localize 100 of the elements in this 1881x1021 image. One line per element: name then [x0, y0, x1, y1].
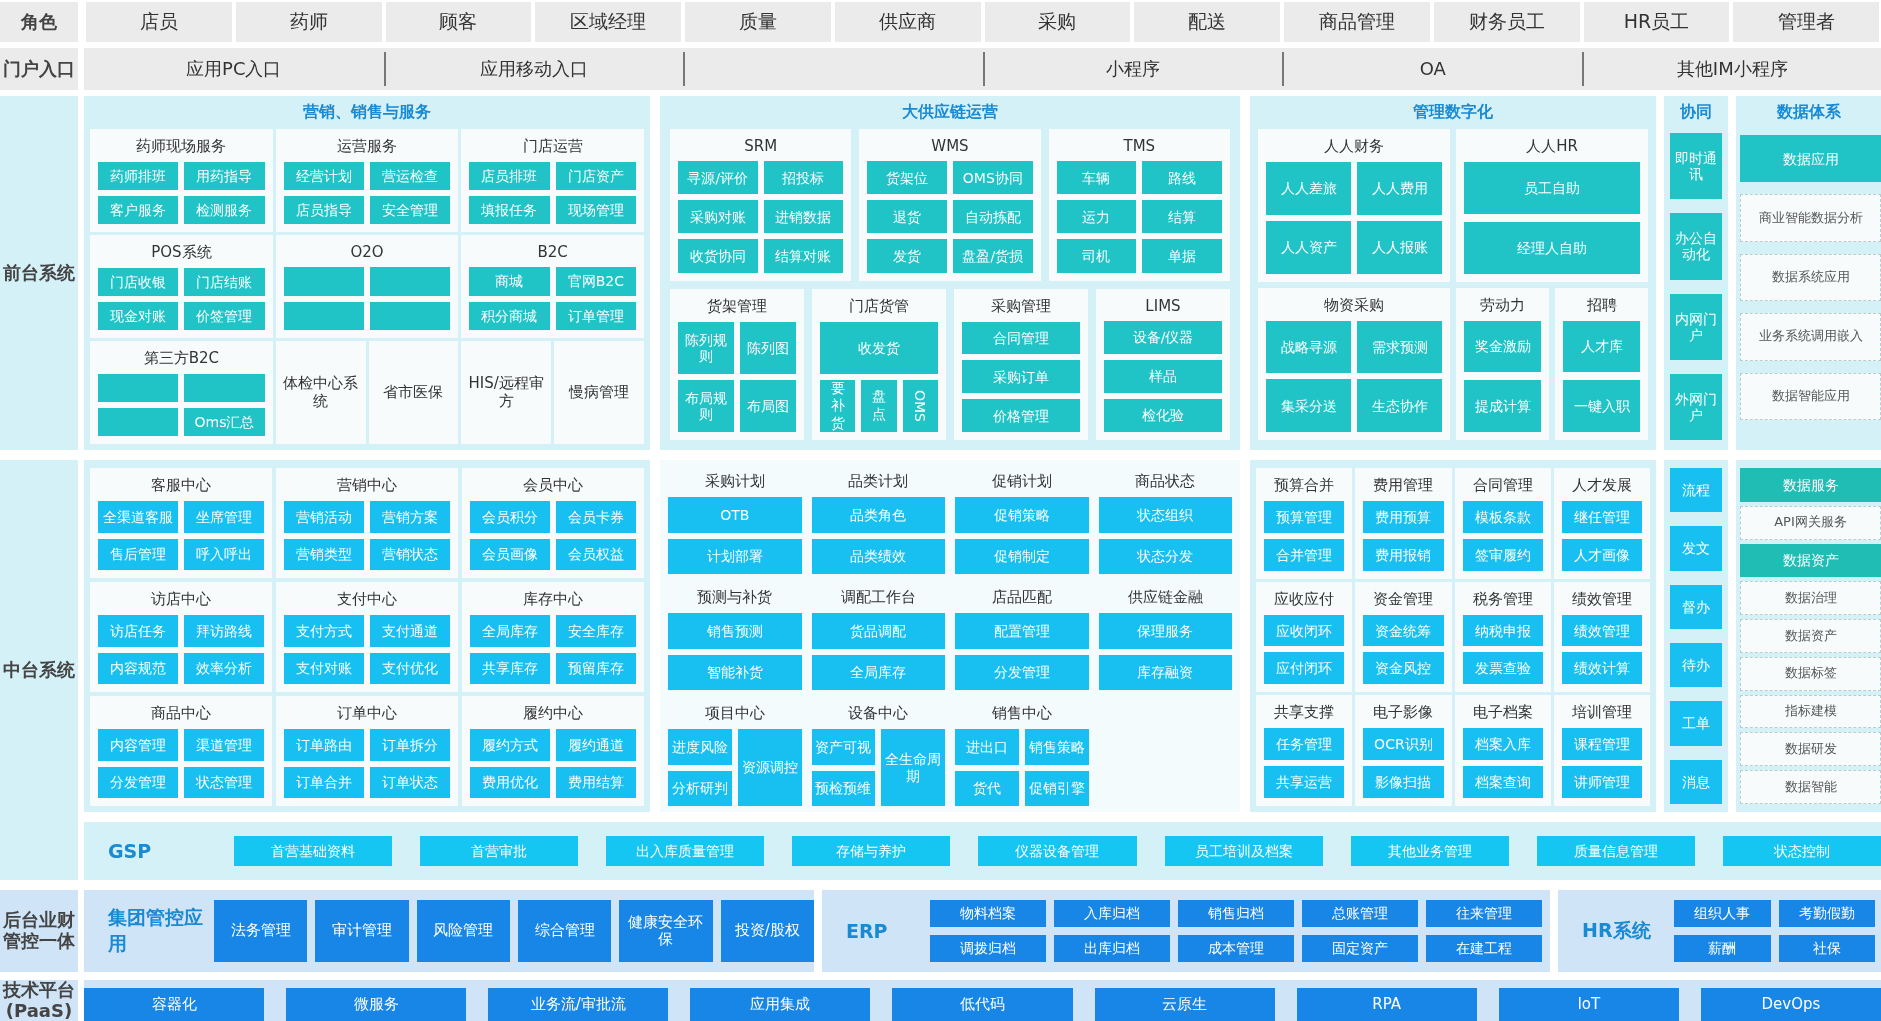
- group-title: 应收应付: [1273, 588, 1336, 610]
- role-tile: 顾客: [385, 2, 532, 42]
- feature-tile: 预算管理: [1264, 501, 1345, 533]
- group-card: [1456, 129, 1648, 282]
- feature-tile: 安全管理: [370, 196, 451, 224]
- feature-tile: 订单拆分: [370, 729, 450, 761]
- group-card: [1553, 581, 1650, 693]
- feature-tile: 招投标: [763, 161, 844, 195]
- feature-tile: 分析研判: [668, 770, 732, 806]
- blank-tile: [184, 374, 265, 402]
- group-card: [1355, 581, 1452, 693]
- group-card: [1048, 129, 1230, 281]
- feature-tile: 效率分析: [184, 652, 264, 684]
- feature-tile: 督办: [1670, 584, 1722, 629]
- feature-tile: 品类角色: [811, 497, 945, 533]
- feature-tile: 盘点: [861, 379, 897, 432]
- feature-tile: 安全库存: [556, 615, 636, 647]
- module-panel: [84, 822, 1881, 880]
- feature-tile: 盘盈/货损: [953, 239, 1033, 273]
- feature-tile: 陈列规则: [678, 321, 734, 374]
- feature-tile: 司机: [1056, 239, 1137, 273]
- panel-title: 协同: [1679, 101, 1713, 123]
- entry-label: 应用移动入口: [383, 52, 683, 86]
- entry-label: 应用PC入口: [84, 52, 384, 86]
- feature-tile: 会员卡券: [556, 501, 636, 533]
- group-card: [90, 468, 272, 578]
- group-card: [1256, 695, 1353, 806]
- feature-tile: 运力: [1056, 200, 1137, 234]
- layer-header: 后台业财管控一体: [0, 890, 78, 972]
- feature-tile: 积分商城: [469, 301, 550, 330]
- group-title: 人人财务: [1323, 136, 1385, 157]
- layer-header: 技术平台(PaaS): [0, 980, 78, 1021]
- group-card: [90, 129, 273, 232]
- panel-title: 营销、销售与服务: [302, 101, 432, 123]
- feature-tile: 订单路由: [284, 729, 364, 761]
- group-card: [1555, 287, 1648, 440]
- feature-tile: 社保: [1778, 935, 1875, 962]
- feature-tile: 集采分送: [1266, 379, 1351, 432]
- feature-tile: 结算: [1142, 200, 1222, 234]
- module-panel: [84, 980, 1881, 1021]
- entry-label: 其他IM小程序: [1581, 52, 1881, 86]
- feature-tile: 提成计算: [1464, 380, 1541, 432]
- group-title: 营销中心: [336, 475, 398, 496]
- group-title: 运营服务: [336, 136, 398, 157]
- module-panel: [84, 96, 650, 450]
- feature-tile: 费用结算: [556, 766, 636, 798]
- system-card: 体检中心系统: [275, 341, 366, 444]
- feature-tile: 待办: [1670, 643, 1722, 688]
- feature-tile: 支付通道: [370, 615, 450, 647]
- feature-tile: 签审履约: [1462, 538, 1543, 571]
- feature-tile: 销售归档: [1178, 900, 1294, 927]
- module-panel: [84, 48, 1881, 90]
- feature-tile: 客户服务: [98, 196, 179, 224]
- feature-tile: 进出口: [955, 729, 1019, 765]
- feature-tile: 全局库存: [470, 615, 550, 647]
- group-card: [90, 341, 273, 444]
- feature-tile: 商城: [469, 267, 550, 296]
- feature-tile: 资源调控: [737, 729, 802, 806]
- group-card: [1355, 695, 1452, 806]
- group-card: [1454, 468, 1551, 579]
- group-card: [90, 582, 272, 692]
- feature-tile: 存储与养护: [792, 836, 951, 866]
- feature-tile: 采购对账: [678, 200, 758, 234]
- feature-tile: 费用报销: [1363, 538, 1444, 571]
- feature-tile: 订单管理: [555, 301, 636, 330]
- group-card: [1553, 468, 1650, 579]
- feature-tile: 人人费用: [1357, 162, 1442, 215]
- layer-header: 前台系统: [0, 96, 78, 450]
- feature-tile: 人才画像: [1561, 538, 1642, 571]
- data-item: 数据智能应用: [1740, 372, 1881, 420]
- role-tile: 区域经理: [535, 2, 681, 42]
- feature-tile: 支付方式: [284, 615, 364, 647]
- feature-tile: 数据服务: [1740, 468, 1881, 502]
- feature-tile: 健康安全环保: [619, 900, 713, 962]
- feature-tile: 档案入库: [1462, 728, 1543, 761]
- feature-tile: 品类绩效: [811, 538, 945, 574]
- data-item: 数据治理: [1740, 581, 1881, 616]
- feature-tile: 陈列图: [740, 321, 796, 374]
- layer-header: 中台系统: [0, 460, 78, 880]
- feature-tile: 出入库质量管理: [606, 836, 765, 866]
- feature-tile: 仪器设备管理: [978, 836, 1137, 866]
- group-card: [1256, 468, 1353, 579]
- group-title: 招聘: [1585, 294, 1618, 316]
- feature-tile: 官网B2C: [555, 267, 636, 296]
- group-title: B2C: [536, 242, 569, 263]
- feature-tile: 调拨归档: [930, 935, 1046, 962]
- group-title: 店品匹配: [990, 587, 1053, 608]
- feature-tile: 保理服务: [1098, 613, 1232, 649]
- group-card: [1456, 287, 1549, 440]
- layer-header: 角色: [0, 2, 78, 42]
- group-title: 电子档案: [1471, 702, 1534, 724]
- data-item: 指标建模: [1740, 694, 1881, 729]
- blank-tile: [283, 267, 364, 296]
- feature-tile: 绩效计算: [1561, 652, 1642, 685]
- module-panel: [1736, 460, 1881, 812]
- feature-tile: 影像扫描: [1363, 766, 1444, 798]
- role-tile: 药师: [235, 2, 382, 42]
- feature-tile: 价格管理: [962, 399, 1080, 432]
- group-card: [670, 129, 852, 281]
- feature-tile: 门店结账: [184, 268, 265, 296]
